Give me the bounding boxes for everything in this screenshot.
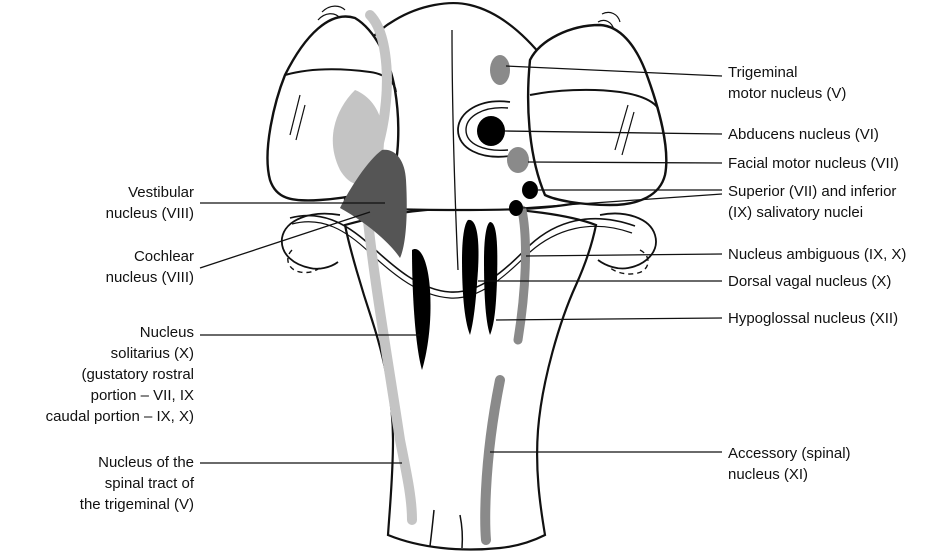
- label-line: (IX) salivatory nuclei: [728, 202, 896, 223]
- label-line: caudal portion – IX, X): [46, 406, 194, 427]
- leader-cochlear: [200, 212, 370, 268]
- label-line: Accessory (spinal): [728, 443, 851, 464]
- right-peduncle-stub: [598, 214, 656, 269]
- label-line: nucleus (VIII): [106, 267, 194, 288]
- label-line: motor nucleus (V): [728, 83, 846, 104]
- label-line: Abducens nucleus (VI): [728, 124, 879, 145]
- facial-motor-nucleus: [507, 147, 529, 173]
- label-dorsal-vagal: Dorsal vagal nucleus (X): [728, 271, 891, 292]
- label-spinal-trigeminal: Nucleus of the spinal tract of the trige…: [80, 452, 194, 515]
- label-line: Cochlear: [106, 246, 194, 267]
- label-trigeminal-motor: Trigeminal motor nucleus (V): [728, 62, 846, 104]
- label-line: solitarius (X): [46, 343, 194, 364]
- label-line: Nucleus of the: [80, 452, 194, 473]
- label-line: portion – VII, IX: [46, 385, 194, 406]
- superior-salivatory-nucleus: [522, 181, 538, 199]
- label-line: nucleus (VIII): [106, 203, 194, 224]
- label-cochlear: Cochlear nucleus (VIII): [106, 246, 194, 288]
- label-line: Nucleus ambiguous (IX, X): [728, 244, 906, 265]
- label-vestibular: Vestibular nucleus (VIII): [106, 182, 194, 224]
- label-line: Vestibular: [106, 182, 194, 203]
- right-cut-peduncle: [528, 25, 666, 205]
- label-line: Dorsal vagal nucleus (X): [728, 271, 891, 292]
- top-left-tick-2: [322, 6, 345, 12]
- label-ambiguous: Nucleus ambiguous (IX, X): [728, 244, 906, 265]
- label-line: (gustatory rostral: [46, 364, 194, 385]
- inferior-salivatory-nucleus: [509, 200, 523, 216]
- label-hypoglossal: Hypoglossal nucleus (XII): [728, 308, 898, 329]
- label-accessory: Accessory (spinal) nucleus (XI): [728, 443, 851, 485]
- trigeminal-motor-nucleus: [490, 55, 510, 85]
- label-line: spinal tract of: [80, 473, 194, 494]
- label-line: the trigeminal (V): [80, 494, 194, 515]
- label-line: Facial motor nucleus (VII): [728, 153, 899, 174]
- label-abducens: Abducens nucleus (VI): [728, 124, 879, 145]
- label-solitarius: Nucleus solitarius (X) (gustatory rostra…: [46, 322, 194, 427]
- label-facial-motor: Facial motor nucleus (VII): [728, 153, 899, 174]
- abducens-nucleus: [477, 116, 505, 146]
- label-line: nucleus (XI): [728, 464, 851, 485]
- label-line: Superior (VII) and inferior: [728, 181, 896, 202]
- label-line: Nucleus: [46, 322, 194, 343]
- label-line: Hypoglossal nucleus (XII): [728, 308, 898, 329]
- label-line: Trigeminal: [728, 62, 846, 83]
- label-salivatory: Superior (VII) and inferior (IX) salivat…: [728, 181, 896, 223]
